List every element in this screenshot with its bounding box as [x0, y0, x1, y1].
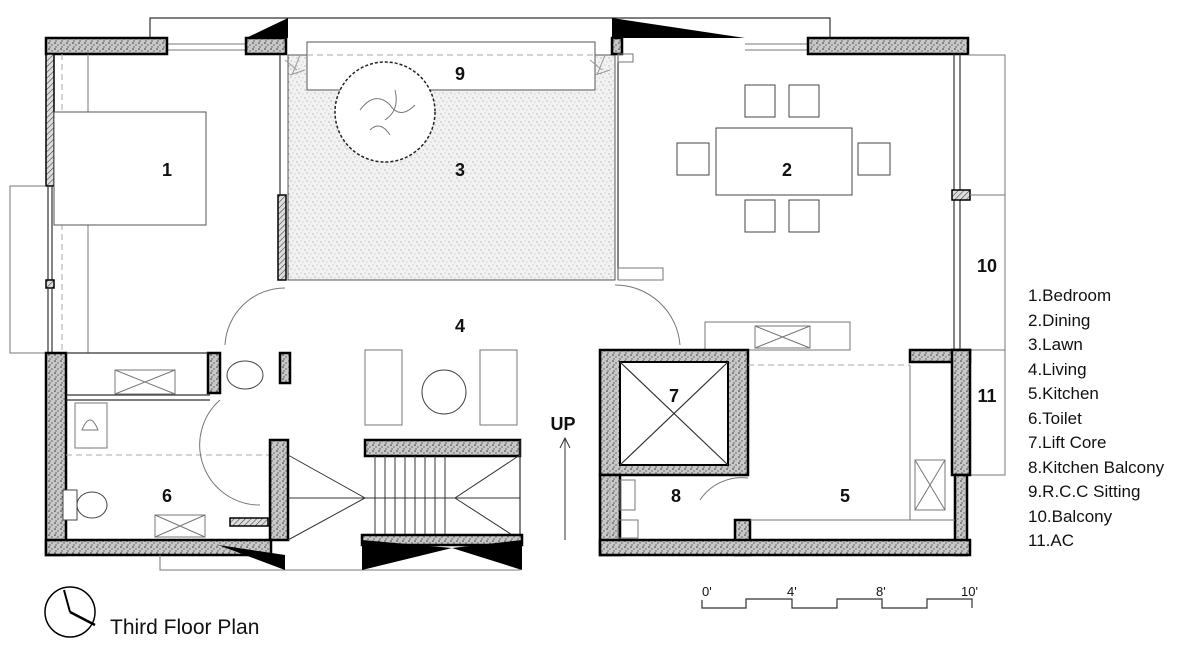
bed [53, 111, 207, 226]
plan-title: Third Floor Plan [110, 616, 259, 639]
scale-tick: 10' [961, 584, 978, 599]
room-label-toilet: 6 [162, 486, 172, 506]
legend-item: 3.Lawn [1028, 335, 1083, 354]
stair-up-label: UP [550, 414, 575, 434]
room-label-rcc-sitting: 9 [455, 64, 465, 84]
room-label-living: 4 [455, 316, 465, 336]
legend-item: 4.Living [1028, 360, 1087, 379]
washbasin-icon [226, 360, 264, 390]
legend-item: 10.Balcony [1028, 507, 1113, 526]
north-arrow-icon [44, 586, 96, 638]
legend-item: 1.Bedroom [1028, 286, 1111, 305]
legend: 1.Bedroom 2.Dining 3.Lawn 4.Living 5.Kit… [1028, 286, 1165, 550]
legend-item: 11.AC [1028, 531, 1074, 550]
legend-item: 6.Toilet [1028, 409, 1082, 428]
chairs [676, 84, 891, 233]
room-label-lift-core: 7 [669, 386, 679, 406]
room-label-kitchen: 5 [840, 486, 850, 506]
round-table [421, 369, 467, 415]
wc-icon [62, 489, 108, 521]
legend-item: 2.Dining [1028, 311, 1090, 330]
scale-tick: 8' [876, 584, 886, 599]
room-label-dining: 2 [782, 160, 792, 180]
legend-item: 8.Kitchen Balcony [1028, 458, 1165, 477]
room-label-lawn: 3 [455, 160, 465, 180]
scale-tick: 4' [787, 584, 797, 599]
room-label-ac: 11 [977, 386, 996, 406]
legend-item: 9.R.C.C Sitting [1028, 482, 1140, 501]
dining-table [715, 127, 853, 196]
scale-bar: 0' 4' 8' 10' [701, 584, 978, 609]
room-label-kitchen-balcony: 8 [671, 486, 681, 506]
scale-tick: 0' [702, 584, 712, 599]
room-label-balcony: 10 [977, 256, 997, 276]
room-label-bedroom: 1 [162, 160, 172, 180]
legend-item: 5.Kitchen [1028, 384, 1099, 403]
staircase [287, 436, 571, 541]
tree-icon [334, 61, 436, 163]
legend-item: 7.Lift Core [1028, 433, 1106, 452]
plant-icon [284, 54, 611, 76]
